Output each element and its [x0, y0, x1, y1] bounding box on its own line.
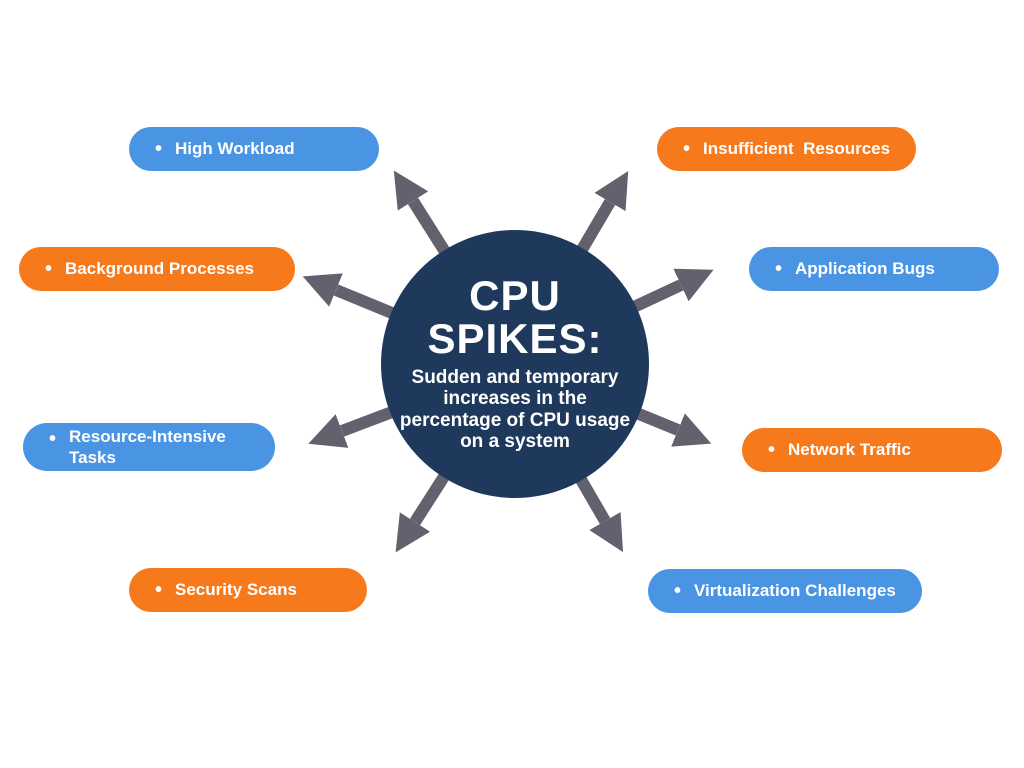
- node-label: High Workload: [175, 139, 295, 159]
- node-background-processes: • Background Processes: [19, 247, 295, 291]
- node-label: Application Bugs: [795, 259, 935, 279]
- center-topic-circle: CPU SPIKES: Sudden and temporary increas…: [381, 230, 649, 498]
- bullet-icon: •: [768, 438, 776, 461]
- node-application-bugs: • Application Bugs: [749, 247, 999, 291]
- node-high-workload: • High Workload: [129, 127, 379, 171]
- center-title: CPU SPIKES:: [427, 272, 603, 363]
- bullet-icon: •: [155, 137, 163, 160]
- node-insufficient-resources: • Insufficient Resources: [657, 127, 916, 171]
- node-label: Resource-Intensive Tasks: [69, 427, 231, 468]
- center-title-line1: CPU: [469, 272, 561, 320]
- bullet-icon: •: [683, 137, 691, 160]
- center-description: Sudden and temporary increases in the pe…: [399, 366, 631, 453]
- node-label: Security Scans: [175, 580, 297, 600]
- node-virtualization-challenges: • Virtualization Challenges: [648, 569, 922, 613]
- node-label: Insufficient Resources: [703, 139, 891, 159]
- bullet-icon: •: [775, 257, 783, 280]
- node-security-scans: • Security Scans: [129, 568, 367, 612]
- node-label: Virtualization Challenges: [694, 581, 896, 601]
- bullet-icon: •: [674, 579, 682, 602]
- node-resource-intensive-tasks: • Resource-Intensive Tasks: [23, 423, 275, 471]
- bullet-icon: •: [155, 578, 163, 601]
- center-title-line2: SPIKES:: [427, 315, 603, 363]
- bullet-icon: •: [49, 428, 57, 450]
- bullet-icon: •: [45, 257, 53, 280]
- node-network-traffic: • Network Traffic: [742, 428, 1002, 472]
- node-label: Network Traffic: [788, 440, 911, 460]
- node-label: Background Processes: [65, 259, 254, 279]
